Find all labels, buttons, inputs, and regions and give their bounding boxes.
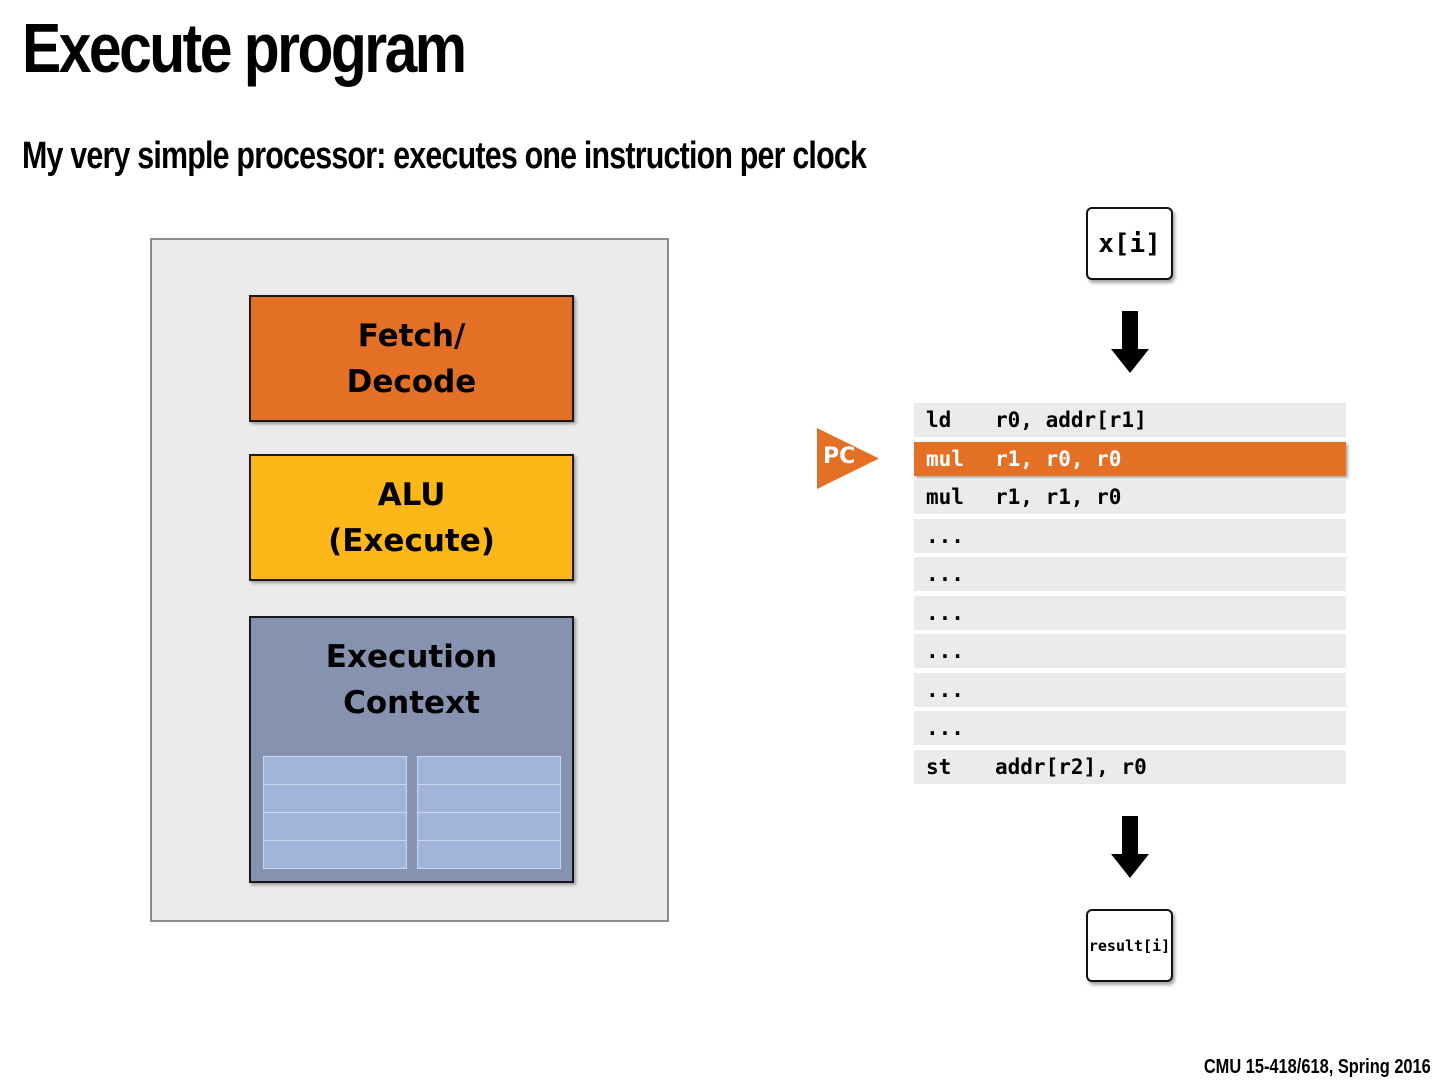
register bbox=[264, 813, 406, 841]
alu-label-line1: ALU bbox=[377, 476, 446, 513]
instruction-row: ... bbox=[914, 595, 1346, 630]
output-box: result[i] bbox=[1086, 909, 1173, 982]
instruction-opcode: ... bbox=[926, 677, 964, 702]
register bbox=[264, 785, 406, 813]
register bbox=[418, 757, 560, 785]
register-file-right bbox=[417, 756, 561, 869]
alu-block: ALU (Execute) bbox=[249, 454, 574, 581]
slide-title: Execute program bbox=[22, 9, 467, 87]
execution-context-label-line1: Execution bbox=[325, 639, 498, 675]
instruction-list: ld r0, addr[r1] mul r1, r0, r0 mul r1, r1, r0… bbox=[914, 403, 1346, 788]
instruction-row: mul r1, r1, r0 bbox=[914, 480, 1346, 514]
instruction-opcode: mul bbox=[926, 446, 964, 471]
instruction-operands: r0, addr[r1] bbox=[995, 408, 1147, 432]
instruction-opcode: ... bbox=[926, 716, 964, 740]
instruction-operands: addr[r2], r0 bbox=[995, 754, 1147, 779]
instruction-row: ... bbox=[914, 557, 1346, 591]
instruction-row: mul r1, r0, r0 bbox=[914, 441, 1346, 476]
register bbox=[264, 757, 406, 785]
register bbox=[418, 841, 560, 868]
instruction-opcode: mul bbox=[926, 485, 964, 509]
instruction-row: ... bbox=[914, 634, 1346, 668]
register bbox=[418, 813, 560, 841]
instruction-row: ld r0, addr[r1] bbox=[914, 403, 1346, 437]
instruction-row: ... bbox=[914, 518, 1346, 553]
register-file-left bbox=[263, 756, 407, 869]
pc-arrow-icon bbox=[817, 428, 879, 489]
course-footer: CMU 15-418/618, Spring 2016 bbox=[1204, 1056, 1431, 1078]
instruction-operands: r1, r1, r0 bbox=[995, 485, 1122, 509]
input-box: x[i] bbox=[1086, 207, 1173, 280]
execution-context-block: Execution Context bbox=[249, 616, 574, 883]
alu-label-line2: (Execute) bbox=[328, 522, 495, 559]
processor-diagram: Fetch/ Decode ALU (Execute) Execution Co… bbox=[150, 238, 669, 922]
instruction-opcode: ... bbox=[926, 562, 964, 586]
instruction-operands: r1, r0, r0 bbox=[995, 446, 1122, 471]
fetch-decode-label-line1: Fetch/ bbox=[357, 317, 466, 354]
execution-context-label-line2: Context bbox=[343, 685, 480, 721]
instruction-opcode: ... bbox=[926, 523, 964, 548]
slide-subtitle: My very simple processor: executes one i… bbox=[22, 135, 867, 177]
down-arrow-icon bbox=[1111, 311, 1149, 373]
instruction-opcode: ... bbox=[926, 639, 964, 663]
instruction-opcode: st bbox=[926, 754, 952, 779]
instruction-opcode: ld bbox=[926, 408, 952, 432]
fetch-decode-label-line2: Decode bbox=[346, 363, 477, 400]
register bbox=[264, 841, 406, 868]
register bbox=[418, 785, 560, 813]
instruction-row: ... bbox=[914, 711, 1346, 745]
pc-label: PC bbox=[823, 444, 856, 469]
instruction-row: ... bbox=[914, 672, 1346, 707]
down-arrow-icon bbox=[1111, 816, 1149, 878]
fetch-decode-block: Fetch/ Decode bbox=[249, 295, 574, 422]
instruction-row: st addr[r2], r0 bbox=[914, 749, 1346, 784]
instruction-opcode: ... bbox=[926, 600, 964, 625]
